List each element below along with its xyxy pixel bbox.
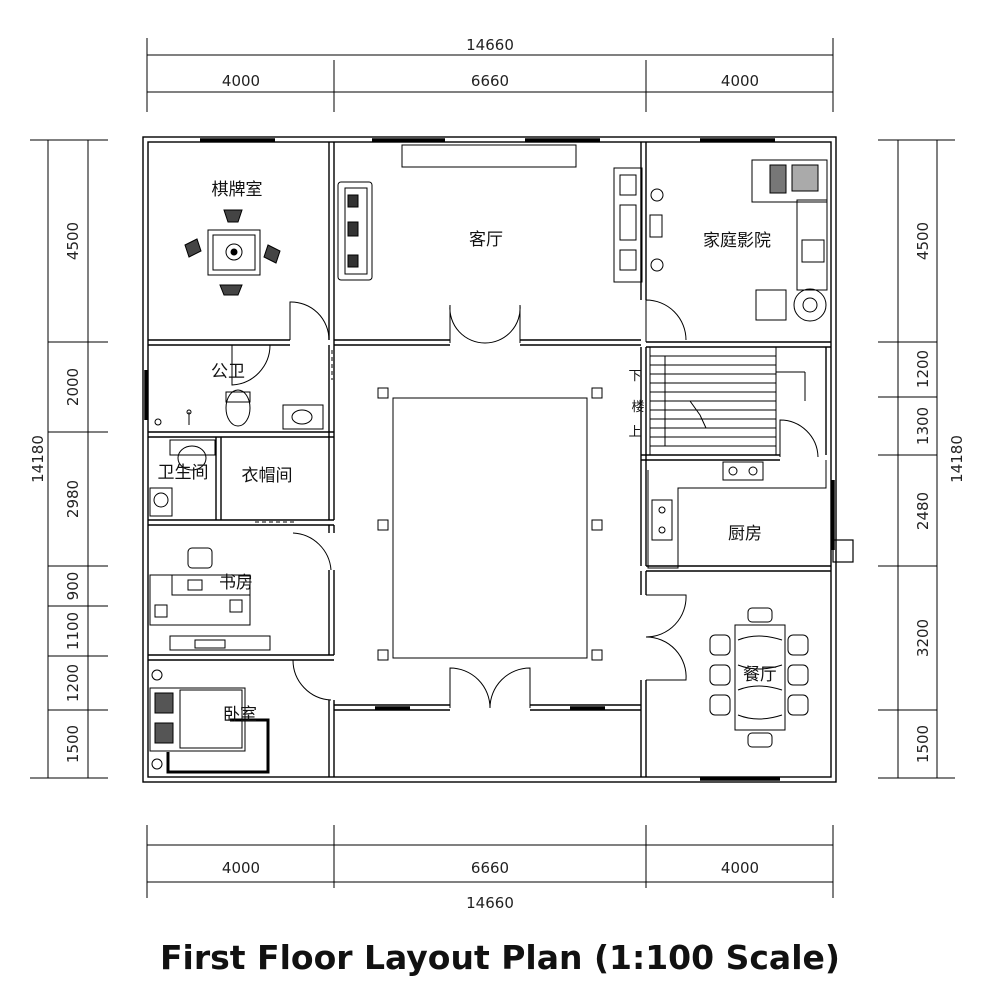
room-label-dining: 餐厅 <box>743 665 777 685</box>
dim-top-seg-1: 4000 <box>222 72 260 90</box>
dimension-bottom <box>146 825 834 898</box>
dim-left-seg-2: 2000 <box>64 368 82 406</box>
room-label-living: 客厅 <box>469 230 503 250</box>
dim-bottom-seg-3: 4000 <box>721 859 759 877</box>
room-label-theater: 家庭影院 <box>703 231 771 251</box>
room-label-public-wc: 公卫 <box>211 362 245 382</box>
walls <box>142 136 837 783</box>
bedroom-bed <box>149 669 270 774</box>
dining-table <box>709 607 809 748</box>
dim-top-seg-3: 4000 <box>721 72 759 90</box>
courtyard <box>377 387 603 661</box>
stair-label-building: 楼 <box>631 400 644 415</box>
dim-right-seg-2: 1200 <box>914 350 932 388</box>
plan-title: First Floor Layout Plan (1:100 Scale) <box>160 938 840 977</box>
dim-right-total: 14180 <box>948 435 966 483</box>
dim-bottom-seg-2: 6660 <box>471 859 509 877</box>
dimension-top <box>146 38 834 112</box>
tv-cabinet <box>613 167 664 283</box>
windows <box>144 138 835 781</box>
dim-left-seg-6: 1200 <box>64 664 82 702</box>
dim-right-seg-4: 2480 <box>914 492 932 530</box>
doors <box>231 299 819 709</box>
stair-label-up: 上 <box>628 425 641 440</box>
stair-label-down: 下 <box>628 369 641 384</box>
dim-left-seg-5: 1100 <box>64 612 82 650</box>
wc-fixtures <box>154 389 324 430</box>
bath-fixtures <box>149 439 216 517</box>
dim-top-seg-2: 6660 <box>471 72 509 90</box>
dimension-right <box>878 139 955 779</box>
chess-table <box>184 209 281 296</box>
dim-left-seg-1: 4500 <box>64 222 82 260</box>
room-label-kitchen: 厨房 <box>728 524 762 544</box>
dimension-left <box>30 139 108 779</box>
dim-left-total: 14180 <box>29 435 47 483</box>
dim-right-seg-1: 4500 <box>914 222 932 260</box>
stairs <box>649 346 806 456</box>
room-label-bedroom: 卧室 <box>223 705 257 725</box>
kitchen-counter <box>647 460 827 569</box>
dim-left-seg-3: 2980 <box>64 480 82 518</box>
dim-right-seg-5: 3200 <box>914 619 932 657</box>
dim-top-total: 14660 <box>466 36 514 54</box>
dim-right-seg-6: 1500 <box>914 725 932 763</box>
dim-right-seg-3: 1300 <box>914 407 932 445</box>
room-label-chess: 棋牌室 <box>212 180 263 200</box>
theater-sofa <box>751 159 828 322</box>
room-label-study: 书房 <box>219 573 253 593</box>
dim-bottom-total: 14660 <box>466 894 514 912</box>
dim-left-seg-4: 900 <box>64 572 82 601</box>
room-label-cloakroom: 衣帽间 <box>242 466 293 486</box>
study-desk <box>149 547 271 651</box>
room-label-bathroom: 卫生间 <box>158 463 209 483</box>
dim-bottom-seg-1: 4000 <box>222 859 260 877</box>
dim-left-seg-7: 1500 <box>64 725 82 763</box>
living-sofa <box>337 144 577 281</box>
kitchen-vent <box>832 539 854 563</box>
